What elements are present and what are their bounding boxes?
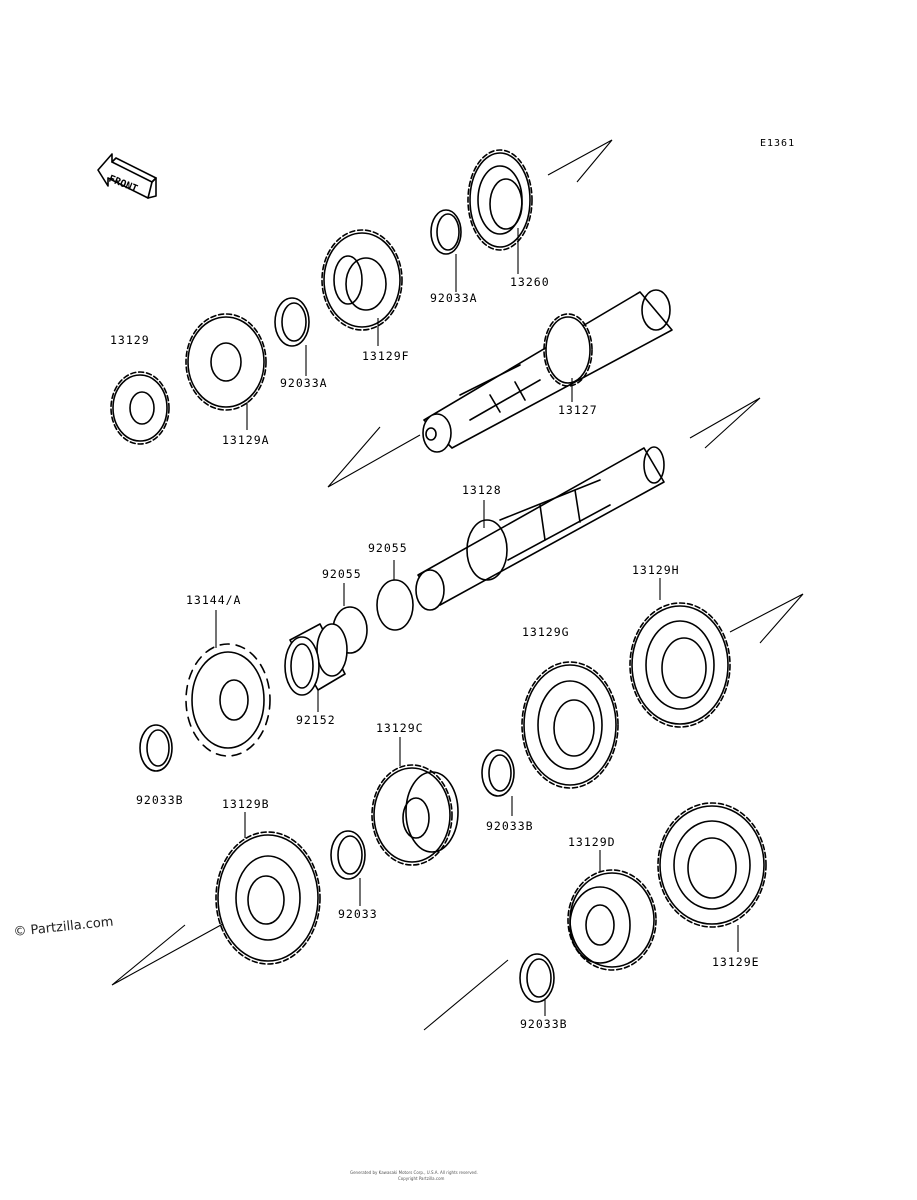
watermark: © Partzilla.com — [13, 915, 114, 940]
label-13129C: 13129C — [376, 721, 424, 735]
label-13260: 13260 — [510, 275, 550, 289]
label-92055-left: 92055 — [322, 567, 362, 581]
o-ring-92055-right — [376, 579, 414, 631]
gear-13129G — [521, 661, 619, 789]
label-92033A-top: 92033A — [430, 291, 478, 305]
label-13127: 13127 — [558, 403, 598, 417]
circlip-92033B-middle — [481, 749, 515, 797]
gear-13129F — [321, 229, 403, 331]
gear-13129C — [371, 764, 459, 866]
label-13144A: 13144/A — [186, 593, 241, 607]
label-13129A: 13129A — [222, 433, 270, 447]
label-92152: 92152 — [296, 713, 336, 727]
diagram-code: E1361 — [760, 138, 795, 149]
label-13129H: 13129H — [632, 563, 680, 577]
shaft-axis-lines — [111, 139, 804, 1031]
gear-13129 — [110, 371, 170, 445]
circlip-92033A-top — [430, 209, 462, 255]
gear-13129D — [567, 869, 657, 971]
collar-92152 — [284, 623, 348, 696]
label-13129D: 13129D — [568, 835, 616, 849]
label-leader-lines — [215, 228, 739, 1016]
gear-13129H — [629, 602, 731, 728]
circlip-92033B-left — [139, 724, 173, 772]
label-13129: 13129 — [110, 333, 150, 347]
label-13129G: 13129G — [522, 625, 570, 639]
circlip-92033 — [330, 830, 366, 880]
gear-13129E — [657, 802, 767, 928]
label-13129E: 13129E — [712, 955, 760, 969]
circlip-92033B-bottom — [519, 953, 555, 1003]
label-92033: 92033 — [338, 907, 378, 921]
label-92055-right: 92055 — [368, 541, 408, 555]
footer-copyright-line-1: Generated by Kawasaki Motors Corp., U.S.… — [350, 1170, 478, 1175]
label-13128: 13128 — [462, 483, 502, 497]
gear-13129B — [215, 831, 321, 965]
sprocket-13144A — [185, 643, 271, 757]
shaft-13127 — [422, 289, 673, 453]
label-92033B-bottom: 92033B — [520, 1017, 568, 1031]
circlip-92033A-middle — [274, 297, 310, 347]
label-92033B-middle: 92033B — [486, 819, 534, 833]
gear-13260 — [467, 149, 533, 251]
label-92033B-left: 92033B — [136, 793, 184, 807]
label-13129B: 13129B — [222, 797, 270, 811]
front-arrow-icon: FRONT — [97, 153, 157, 199]
label-92033A-middle: 92033A — [280, 376, 328, 390]
footer-copyright-line-2: Copyright Partzilla.com — [398, 1176, 445, 1181]
gear-13129A — [185, 313, 267, 411]
label-13129F: 13129F — [362, 349, 410, 363]
shaft-13128 — [415, 446, 665, 611]
